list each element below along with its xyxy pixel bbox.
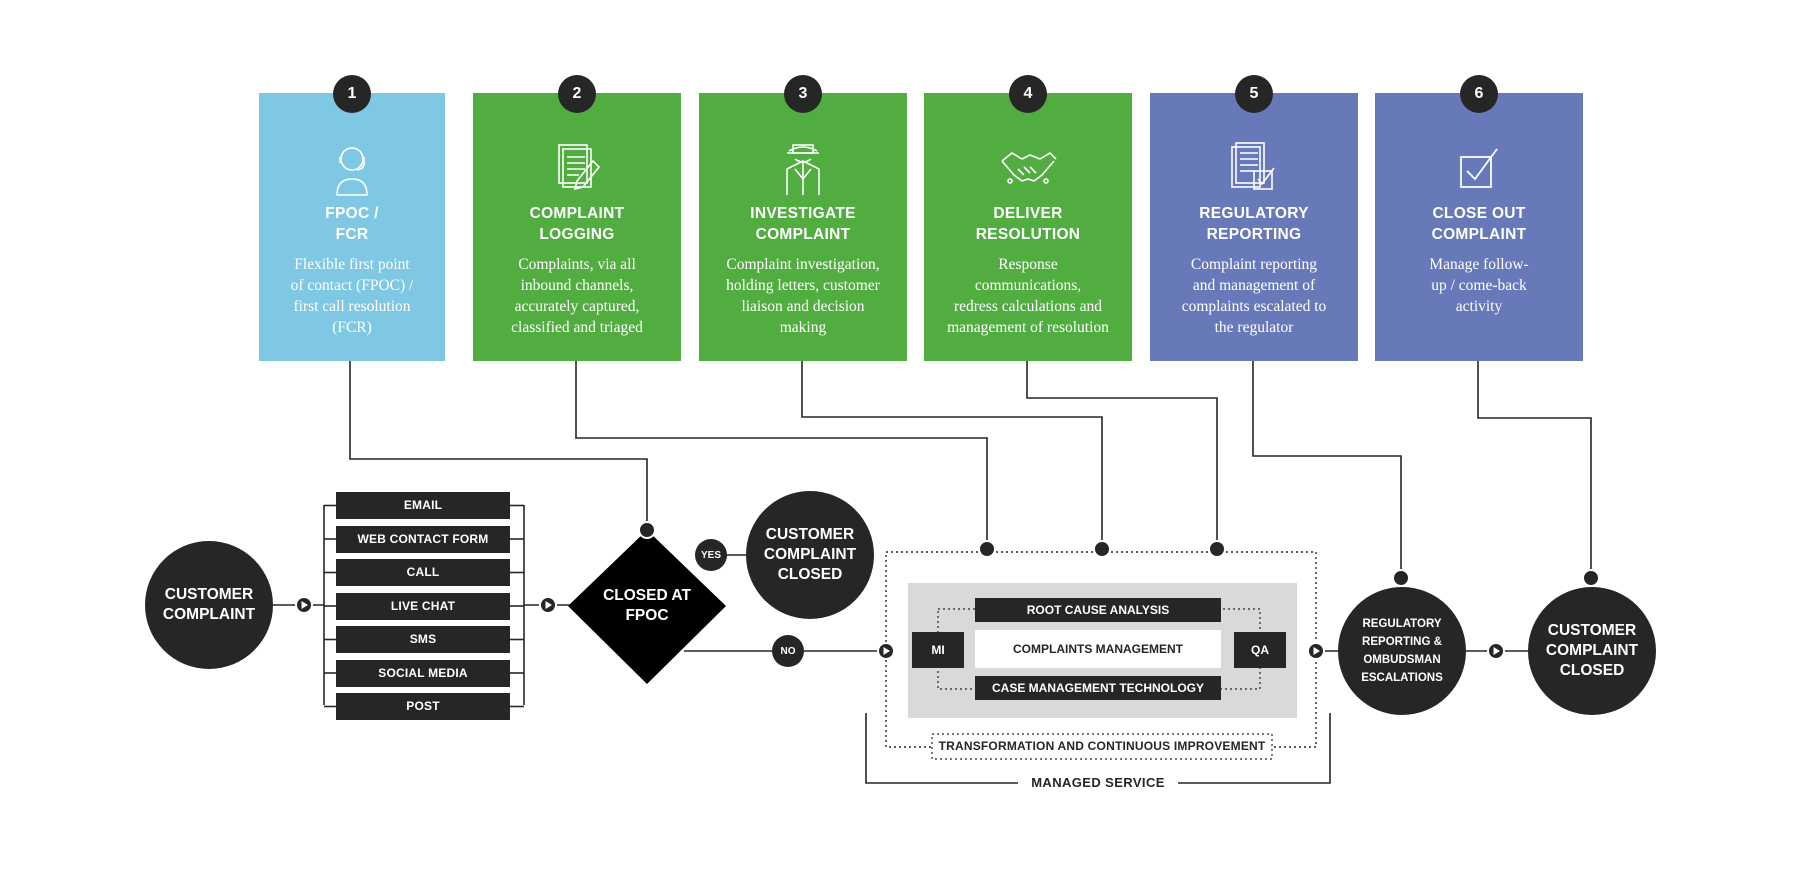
root-cause-analysis-label: ROOT CAUSE ANALYSIS <box>975 598 1221 622</box>
closed-early-label: CUSTOMER COMPLAINT CLOSED <box>763 526 857 583</box>
step-number-badge: 1 <box>333 75 371 113</box>
junction-dot-step2 <box>978 540 996 558</box>
document-pen-icon <box>547 139 607 197</box>
start-node-label: CUSTOMER COMPLAINT <box>162 586 256 623</box>
yes-badge <box>695 539 727 571</box>
detective-icon <box>773 139 833 197</box>
arrow-marker-managed <box>877 642 895 660</box>
transformation-box <box>931 733 1273 760</box>
connector-step6-end <box>1477 361 1592 578</box>
transformation-label: TRANSFORMATION AND CONTINUOUS IMPROVEMEN… <box>938 739 1266 753</box>
channel-item: WEB CONTACT FORM <box>336 525 510 553</box>
channel-item: POST <box>336 693 510 720</box>
connector-step2-managed <box>575 361 988 548</box>
step-title: CLOSE OUT COMPLAINT <box>1431 205 1527 243</box>
step-number-badge: 3 <box>784 75 822 113</box>
no-badge <box>772 635 804 667</box>
checkbox-icon <box>1449 139 1509 197</box>
step-title: COMPLAINT LOGGING <box>529 205 625 243</box>
headset-agent-icon <box>322 139 382 197</box>
arrow-marker-end <box>1487 642 1505 660</box>
start-node <box>145 541 273 669</box>
yes-label: YES <box>700 549 721 561</box>
decision-diamond <box>568 530 726 684</box>
no-label: NO <box>780 645 796 657</box>
end-node-label: CUSTOMER COMPLAINT CLOSED <box>1545 622 1639 679</box>
qa-label: QA <box>1234 632 1286 668</box>
step-number-badge: 5 <box>1235 75 1273 113</box>
managed-service-bracket-left <box>865 713 1018 784</box>
channel-item: EMAIL <box>336 492 510 519</box>
connector-step5-regulatory <box>1252 361 1402 578</box>
closed-early-node <box>746 491 874 619</box>
step-description: Manage follow- up / come-back activity <box>1429 256 1529 315</box>
connector-step4-managed <box>1026 361 1218 548</box>
arrow-marker-start <box>295 596 313 614</box>
step-number-badge: 2 <box>558 75 596 113</box>
arrow-marker-regulatory <box>1307 642 1325 660</box>
regulatory-node-label: REGULATORY REPORTING & OMBUDSMAN ESCALAT… <box>1361 618 1443 684</box>
case-management-technology-label: CASE MANAGEMENT TECHNOLOGY <box>975 676 1221 700</box>
junction-dot-step4 <box>1208 540 1226 558</box>
step-number-badge: 4 <box>1009 75 1047 113</box>
step-description: Complaints, via all inbound channels, ac… <box>511 256 643 336</box>
end-node <box>1528 587 1656 715</box>
step-title: DELIVER RESOLUTION <box>975 205 1081 243</box>
step-title: FPOC / FCR <box>325 205 379 243</box>
decision-label: CLOSED AT FPOC <box>603 587 691 624</box>
junction-dot-step5 <box>1392 569 1410 587</box>
handshake-icon <box>998 139 1058 197</box>
managed-service-bracket-right <box>1178 713 1331 784</box>
mi-label: MI <box>912 632 964 668</box>
step-number-badge: 6 <box>1460 75 1498 113</box>
step-description: Complaint investigation, holding letters… <box>726 256 880 336</box>
junction-dot-step3 <box>1093 540 1111 558</box>
step-description: Complaint reporting and management of co… <box>1181 256 1327 336</box>
managed-service-label: MANAGED SERVICE <box>1031 775 1165 790</box>
junction-dot-decision <box>638 521 656 539</box>
step-description: Response communications, redress calcula… <box>947 256 1109 336</box>
junction-dot-step6 <box>1582 569 1600 587</box>
connector-step1-decision <box>349 361 648 530</box>
arrow-marker-decision <box>539 596 557 614</box>
complaints-management-label: COMPLAINTS MANAGEMENT <box>975 630 1221 668</box>
step-description: Flexible first point of contact (FPOC) /… <box>290 256 414 336</box>
regulatory-node <box>1338 587 1466 715</box>
step-title: REGULATORY REPORTING <box>1199 205 1309 243</box>
channel-item: SMS <box>336 626 510 653</box>
channel-item: LIVE CHAT <box>336 592 510 620</box>
step-title: INVESTIGATE COMPLAINT <box>750 205 856 243</box>
report-check-icon <box>1224 139 1284 197</box>
channel-item: CALL <box>336 559 510 586</box>
channel-item: SOCIAL MEDIA <box>336 659 510 687</box>
connector-step3-managed <box>801 361 1103 548</box>
